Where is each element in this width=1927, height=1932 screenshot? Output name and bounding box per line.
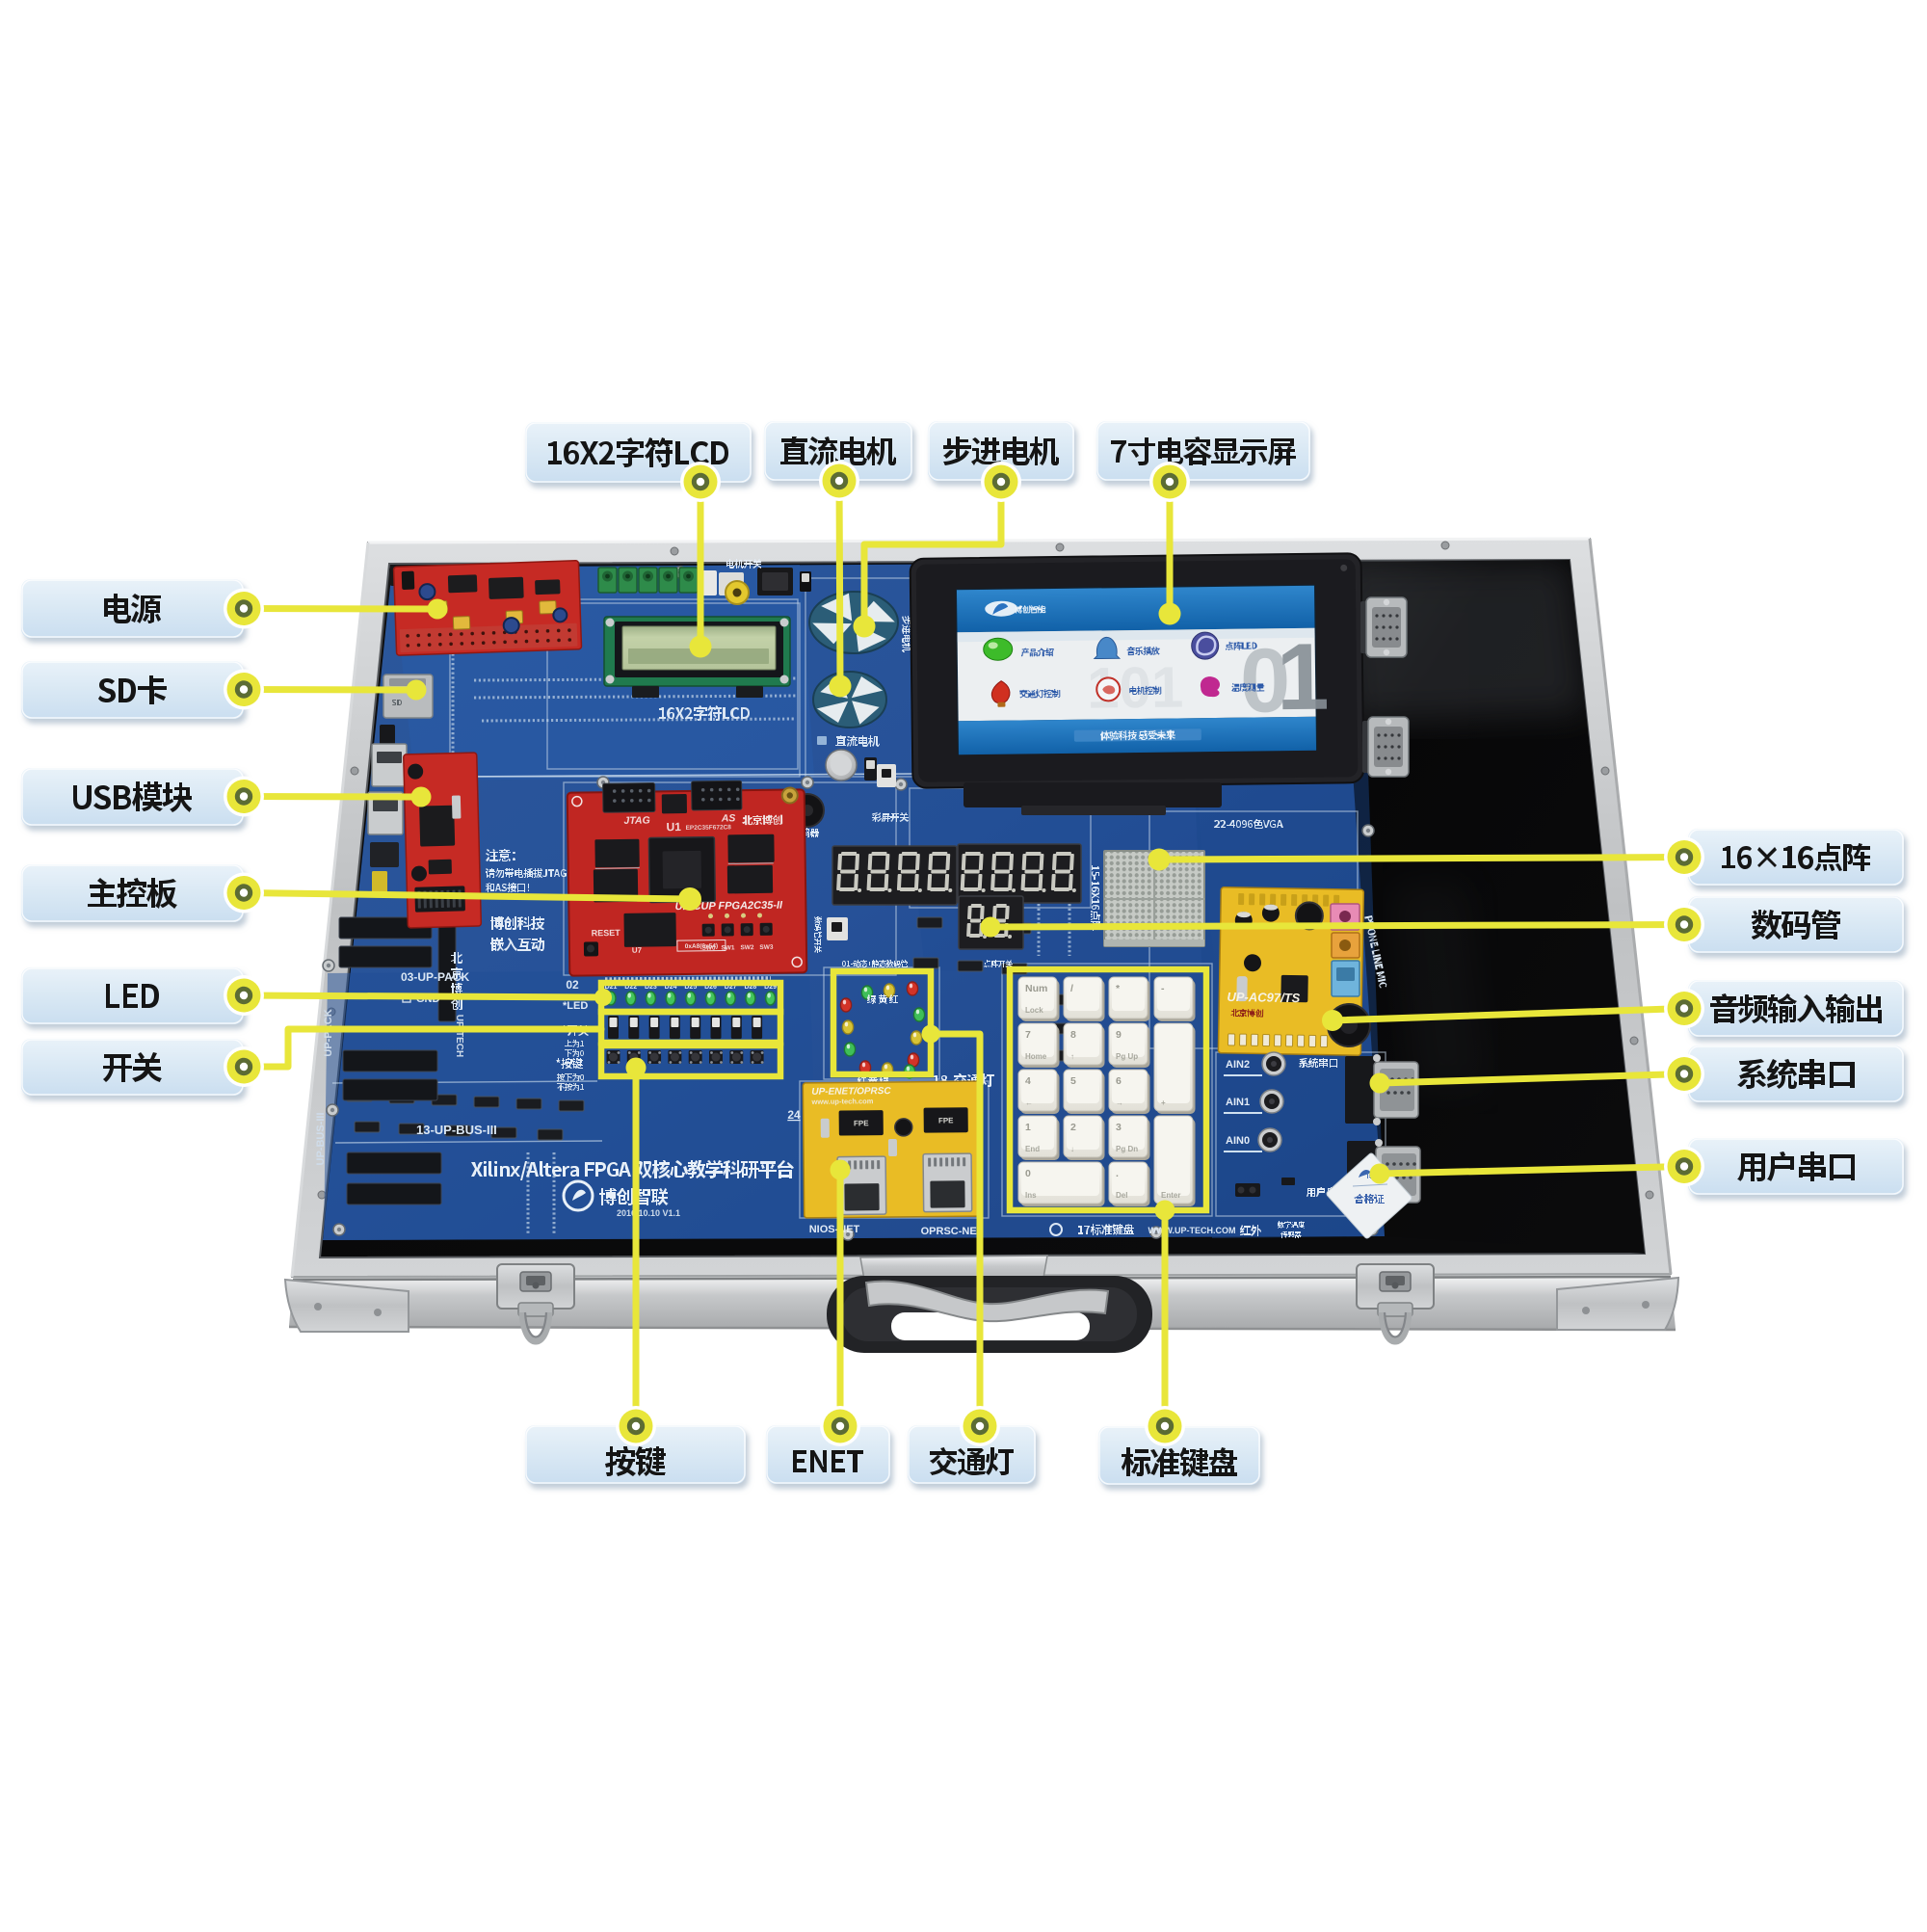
svg-text:EP2C35F672C8: EP2C35F672C8 (686, 824, 732, 832)
svg-text:.: . (1116, 1168, 1119, 1179)
svg-text:02: 02 (566, 978, 579, 992)
svg-text:FPE: FPE (938, 1116, 954, 1125)
svg-text:2: 2 (1070, 1122, 1076, 1133)
svg-text:D26: D26 (704, 984, 717, 991)
svg-text:1: 1 (1276, 623, 1330, 730)
svg-text:Pg Dn: Pg Dn (1116, 1145, 1138, 1153)
svg-text:NIOS-NET: NIOS-NET (809, 1224, 860, 1235)
svg-text:03-UP-PACK: 03-UP-PACK (401, 970, 469, 984)
svg-text:Num: Num (1025, 983, 1047, 994)
svg-text:D24: D24 (665, 984, 677, 991)
svg-text:AIN0: AIN0 (1226, 1135, 1250, 1147)
svg-text:Lock: Lock (1025, 1006, 1043, 1015)
svg-text:7: 7 (1025, 1029, 1031, 1041)
svg-text:AS: AS (721, 812, 736, 824)
svg-text:SW1: SW1 (721, 944, 735, 951)
svg-text:AIN2: AIN2 (1226, 1059, 1250, 1071)
svg-text:Del: Del (1116, 1191, 1127, 1200)
svg-text:Pg Up: Pg Up (1116, 1052, 1138, 1061)
svg-text:4: 4 (1025, 1075, 1031, 1087)
svg-text:www.up-tech.com: www.up-tech.com (810, 1097, 873, 1106)
svg-text:←: ← (1025, 1098, 1033, 1107)
svg-text:-: - (1161, 983, 1165, 994)
svg-text:0xA8(0x54): 0xA8(0x54) (685, 943, 718, 950)
svg-text:Home: Home (1025, 1052, 1047, 1061)
svg-text:13-UP-BUS-III: 13-UP-BUS-III (416, 1123, 497, 1137)
svg-text:U7: U7 (632, 946, 643, 955)
svg-text:/: / (1070, 983, 1073, 994)
svg-text:+: + (1161, 1098, 1166, 1107)
svg-text:5: 5 (1070, 1075, 1076, 1087)
svg-text:D28: D28 (744, 984, 756, 991)
svg-text:SW2: SW2 (740, 944, 754, 951)
svg-text:AIN1: AIN1 (1226, 1097, 1250, 1108)
svg-text:1: 1 (1025, 1122, 1031, 1133)
svg-text:0: 0 (1025, 1168, 1031, 1179)
svg-text:U1: U1 (666, 820, 681, 834)
svg-text:Enter: Enter (1161, 1191, 1180, 1200)
svg-text:2016.10.10 V1.1: 2016.10.10 V1.1 (617, 1208, 680, 1218)
svg-text:UP-TECH: UP-TECH (454, 1015, 464, 1057)
svg-text:D23: D23 (645, 984, 657, 991)
svg-text:OPRSC-NET: OPRSC-NET (921, 1226, 984, 1237)
svg-text:3: 3 (1116, 1122, 1122, 1133)
svg-text:↓: ↓ (1070, 1145, 1074, 1153)
svg-text:→: → (1116, 1098, 1123, 1107)
svg-text:UP-ENET/OPRSC: UP-ENET/OPRSC (811, 1086, 891, 1098)
svg-text:D22: D22 (624, 984, 637, 991)
svg-text:UP-CUP FPGA2C35-II: UP-CUP FPGA2C35-II (675, 900, 784, 913)
svg-text:End: End (1025, 1145, 1040, 1153)
svg-text:6: 6 (1116, 1075, 1122, 1087)
svg-text:*: * (1116, 983, 1121, 994)
svg-text:D29: D29 (764, 984, 777, 991)
svg-text:SW3: SW3 (759, 944, 774, 951)
svg-text:FPE: FPE (854, 1119, 869, 1127)
svg-text:9: 9 (1116, 1029, 1122, 1041)
svg-text:UP-BUS-III: UP-BUS-III (315, 1113, 327, 1166)
svg-text:UP-AC97/TS: UP-AC97/TS (1227, 990, 1300, 1005)
svg-text:Ins: Ins (1025, 1191, 1037, 1200)
svg-text:WWW.UP-TECH.COM: WWW.UP-TECH.COM (1148, 1226, 1236, 1235)
svg-text:SW0: SW0 (701, 945, 716, 952)
svg-text:JTAG: JTAG (623, 815, 649, 827)
svg-text:D21: D21 (605, 984, 618, 991)
svg-text:↑: ↑ (1070, 1052, 1074, 1061)
svg-text:8: 8 (1070, 1029, 1076, 1041)
svg-text:UP-PACK: UP-PACK (323, 1009, 334, 1056)
svg-text:D27: D27 (725, 984, 737, 991)
svg-text:RESET: RESET (592, 928, 621, 938)
svg-text:24: 24 (787, 1108, 801, 1122)
svg-text:D25: D25 (684, 984, 697, 991)
svg-text:*LED: *LED (563, 1000, 588, 1012)
